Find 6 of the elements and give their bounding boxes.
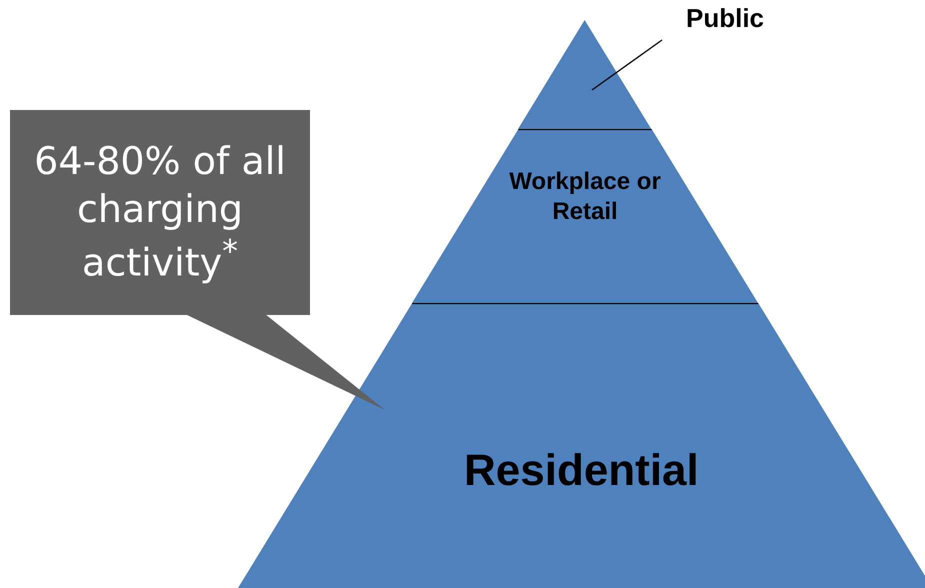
callout-pointer (185, 314, 385, 410)
tier-label: Residential (463, 445, 700, 497)
leader-line (592, 39, 662, 91)
callout-text: 64-80% of all charging activity$^{*}$ (33, 138, 287, 287)
tier-label: Workplace or Retail (508, 167, 662, 227)
tier-label: Public (684, 2, 765, 34)
